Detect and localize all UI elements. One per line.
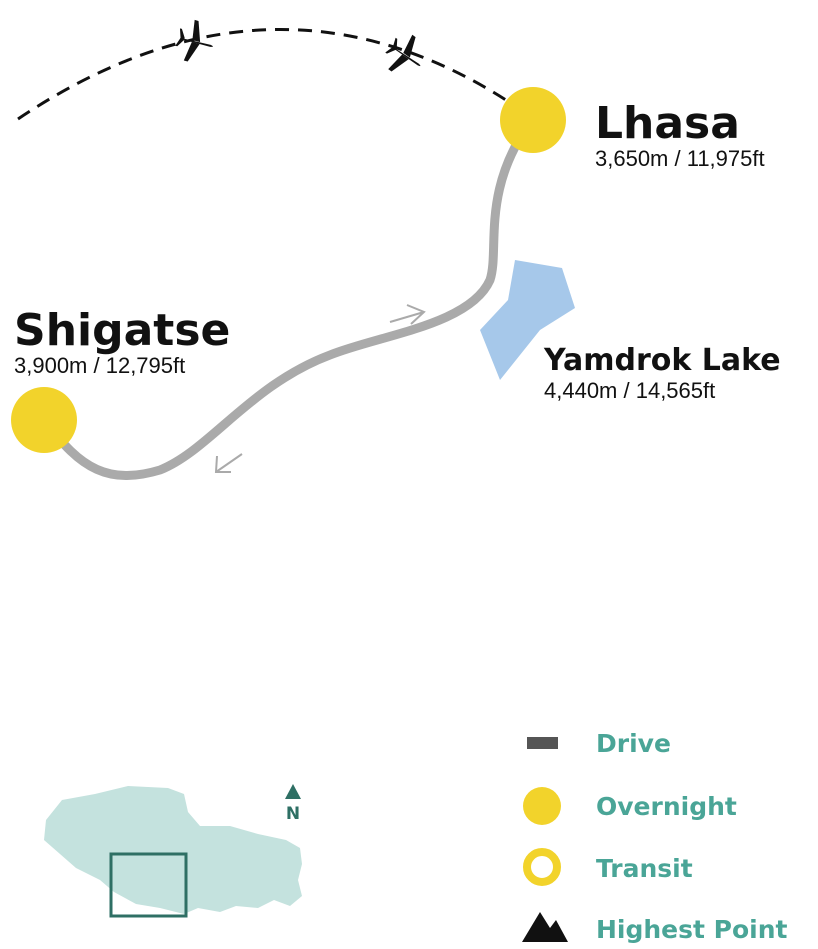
direction-arrow-icon xyxy=(389,304,426,325)
lhasa-altitude: 3,650m / 11,975ft xyxy=(595,146,765,171)
inset-focus-box xyxy=(109,852,188,918)
legend-transit-label: Transit xyxy=(596,854,693,883)
yamdrok-lake-shape xyxy=(480,260,575,380)
mountain-icon xyxy=(522,912,568,942)
yamdrok-lake-name: Yamdrok Lake xyxy=(543,343,781,378)
overnight-legend-icon xyxy=(523,787,561,825)
legend-overnight-label: Overnight xyxy=(596,792,737,821)
flight-path xyxy=(17,28,507,121)
north-arrow-icon xyxy=(285,784,301,799)
plane-icon xyxy=(385,34,421,72)
direction-arrow-icon xyxy=(214,453,243,473)
plane-icon xyxy=(175,19,213,62)
drive-legend-icon xyxy=(527,737,558,749)
shigatse-overnight-marker xyxy=(11,387,77,453)
yamdrok-lake-altitude: 4,440m / 14,565ft xyxy=(544,378,715,403)
shigatse-name: Shigatse xyxy=(14,305,230,356)
legend-highest-label: Highest Point xyxy=(596,915,788,944)
transit-legend-icon xyxy=(523,848,561,886)
road-route xyxy=(40,115,537,481)
lhasa-name: Lhasa xyxy=(595,98,740,149)
lhasa-overnight-marker xyxy=(500,87,566,153)
legend-drive-label: Drive xyxy=(596,729,671,758)
north-label: N xyxy=(286,804,300,824)
shigatse-altitude: 3,900m / 12,795ft xyxy=(14,353,185,378)
tibet-inset-region xyxy=(44,786,302,914)
